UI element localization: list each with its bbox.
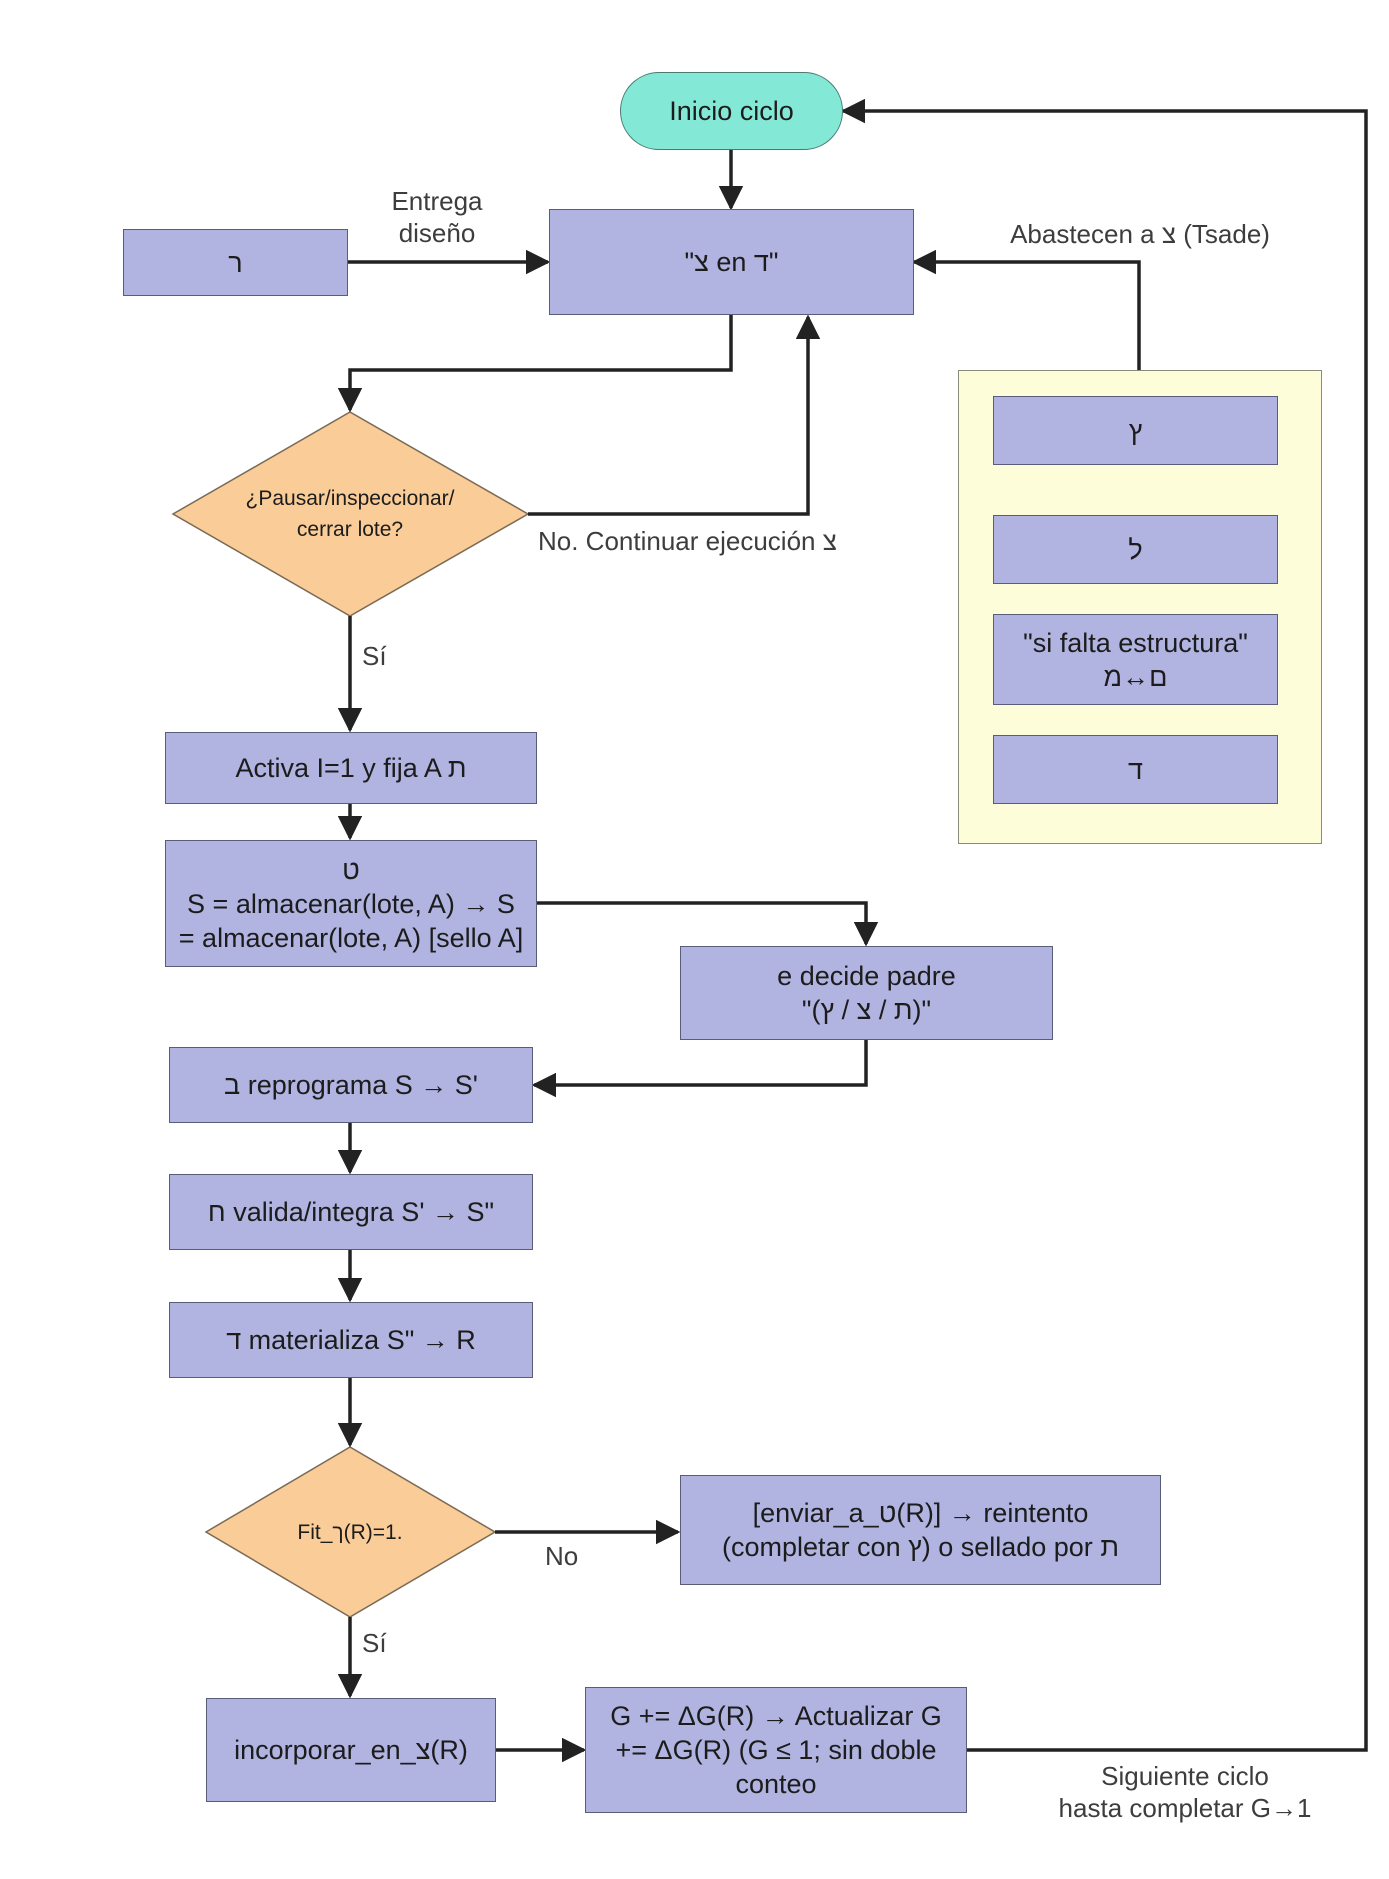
start-node: Inicio ciclo (620, 72, 843, 150)
edge-decide-to-reprograma (531, 1040, 868, 1098)
label-no-fit: No (545, 1541, 579, 1571)
label-si-pause: Sí (362, 641, 387, 671)
reprograma-node: ב reprograma S → S' (169, 1047, 533, 1123)
decision-pause-label: ¿Pausar/inspeccionar/ cerrar lote? (245, 487, 455, 541)
edge-decision-no-loop (528, 314, 821, 516)
actualizar-node: G += ΔG(R) → Actualizar G += ΔG(R) (G ≤ … (585, 1687, 967, 1813)
panel-item-tsade-final: ץ (993, 396, 1278, 465)
edge-tsade-to-decision (337, 315, 733, 413)
tsade-dalet-node: "צ en ד" (549, 209, 914, 315)
decide-padre-node: e decide padre "(ת / צ / ץ)" (680, 946, 1053, 1040)
valida-node: ח valida/integra S' → S" (169, 1174, 533, 1250)
label-entrega-diseno: Entrega diseño (391, 186, 483, 248)
label-si-fit: Sí (362, 1628, 387, 1658)
materializa-node: ד materializa S" → R (169, 1302, 533, 1378)
panel-item-lamed: ל (993, 515, 1278, 584)
reintento-node: [enviar_a_ט(R)] → reintento (completar c… (680, 1475, 1161, 1585)
label-no-continuar: No. Continuar ejecución צ (538, 526, 837, 556)
resh-node: ר (123, 229, 348, 296)
decision-fit-label: Fit_ך(R)=1. (297, 1520, 403, 1544)
activa-node: Activa I=1 y fija A ת (165, 732, 537, 804)
edge-store-to-decide (536, 901, 879, 947)
edge-next-cycle-loop (840, 98, 1368, 1752)
edge-panel-to-tsade (911, 249, 1141, 370)
panel-item-estructura: "si falta estructura" ם↔מ (993, 614, 1278, 705)
incorporar-node: incorporar_en_צ(R) (206, 1698, 496, 1802)
label-abastecen: Abastecen a צ (Tsade) (1010, 219, 1270, 249)
panel-item-dalet: ד (993, 735, 1278, 804)
label-siguiente-ciclo: Siguiente ciclo hasta completar G→1 (1058, 1761, 1312, 1823)
store-node: ט S = almacenar(lote, A) → S = almacenar… (165, 840, 537, 967)
